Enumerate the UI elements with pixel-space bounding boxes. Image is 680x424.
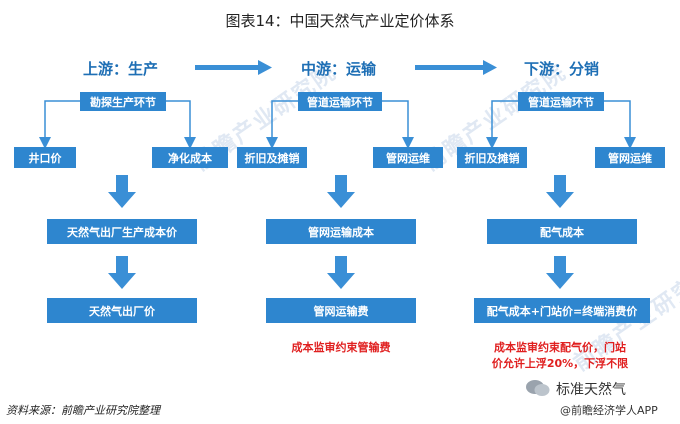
downstream-note-line2: 价允许上浮20%，下浮不限 — [491, 357, 629, 370]
branch-line-down-left — [486, 100, 518, 149]
down-arrow-up-1 — [108, 175, 136, 208]
downstream-left-box: 折旧及摊销 — [457, 147, 527, 168]
stage-downstream-label: 下游：分销 — [524, 60, 600, 78]
midstream-note: 成本监审约束管输费 — [291, 341, 391, 354]
midstream-price-box: 管网运输费 — [266, 298, 416, 323]
downstream-cost-box: 配气成本 — [487, 219, 637, 244]
stage-flow-arrow-2 — [415, 60, 497, 75]
midstream-cost-box: 管网运输成本 — [266, 219, 416, 244]
downstream-note: 成本监审约束配气价，门站 价允许上浮20%，下浮不限 — [470, 340, 650, 372]
branch-line-down-right — [604, 100, 636, 149]
source-note: 资料来源：前瞻产业研究院整理 — [6, 404, 160, 417]
upstream-left-box: 井口价 — [14, 147, 76, 168]
downstream-process-box: 管道运输环节 — [518, 92, 604, 111]
midstream-left-box: 折旧及摊销 — [237, 147, 307, 168]
midstream-right-box: 管网运维 — [373, 147, 443, 168]
stage-midstream-label: 中游：运输 — [301, 60, 377, 78]
upstream-process-box: 勘探生产环节 — [80, 92, 166, 111]
upstream-price-box: 天然气出厂价 — [47, 298, 197, 323]
down-arrow-mid-1 — [327, 175, 355, 208]
stage-upstream-label: 上游：生产 — [83, 60, 159, 78]
stage-flow-arrow-1 — [195, 60, 272, 75]
down-arrow-down-2 — [546, 256, 574, 289]
downstream-right-box: 管网运维 — [595, 147, 665, 168]
midstream-process-box: 管道运输环节 — [298, 92, 382, 111]
branch-line-mid-left — [266, 100, 298, 149]
upstream-right-box: 净化成本 — [152, 147, 228, 168]
watermark-app: @前瞻经济学人APP — [560, 404, 658, 417]
page-title: 图表14：中国天然气产业定价体系 — [225, 12, 455, 30]
branch-line-mid-right — [382, 100, 414, 149]
down-arrow-down-1 — [546, 175, 574, 208]
wechat-icon — [525, 378, 551, 402]
down-arrow-up-2 — [108, 256, 136, 289]
watermark-account: 标准天然气 — [556, 382, 626, 398]
upstream-cost-box: 天然气出厂生产成本价 — [47, 219, 197, 244]
branch-line-up-right — [166, 100, 196, 149]
down-arrow-mid-2 — [327, 256, 355, 289]
downstream-note-line1: 成本监审约束配气价，门站 — [494, 341, 626, 354]
branch-line-up-left — [39, 100, 80, 149]
downstream-price-box: 配气成本+门站价=终端消费价 — [474, 298, 650, 323]
